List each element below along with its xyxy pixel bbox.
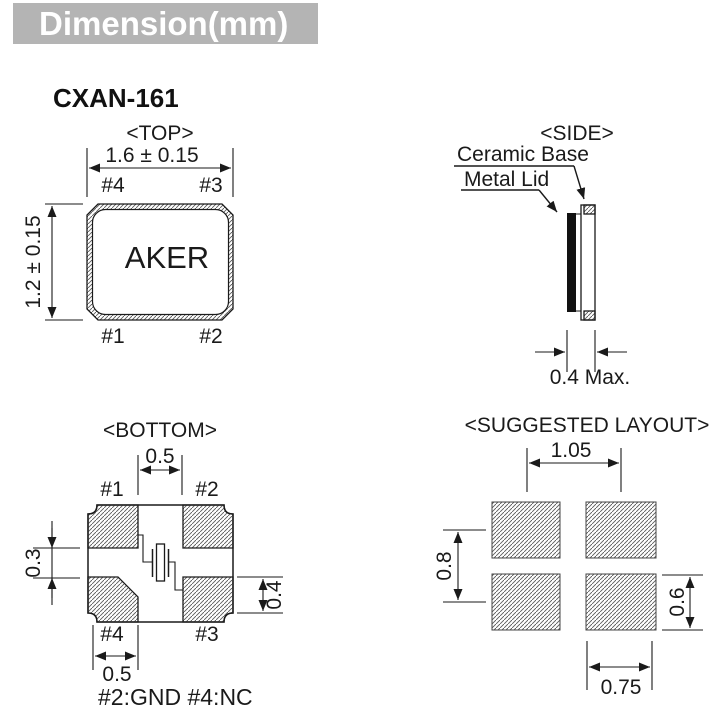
pitch-x-ext [526, 448, 622, 492]
thickness-dim: 0.4 Max. [550, 366, 631, 389]
lid-seam-lines [576, 213, 581, 312]
land-pad-top-right [585, 501, 657, 559]
brand-marking: AKER [125, 240, 209, 275]
land-pad-top-left [491, 501, 561, 559]
pitch-y-dim: 0.8 [433, 551, 456, 580]
top-view: <TOP> 1.6 ± 0.15 1.2 ± 0.15 AKER #4 #3 #… [22, 122, 234, 348]
layout-view-label: <SUGGESTED LAYOUT> [465, 414, 710, 437]
layout-view: <SUGGESTED LAYOUT> 1.05 0.8 0.6 [433, 414, 709, 699]
land-pad-bottom-left [491, 573, 561, 631]
pad-gap-top-ext [137, 455, 183, 495]
base-pad-bottom [583, 310, 596, 321]
ceramic-base-arrow [573, 165, 586, 200]
crystal-wire-right [168, 561, 183, 591]
metal-lid-callout: Metal Lid [464, 168, 549, 191]
pad-height-dim: 0.4 [263, 580, 286, 610]
section-header: Dimension(mm) [13, 3, 318, 44]
ceramic-base-body [580, 204, 596, 321]
width-ext-lines [86, 148, 234, 197]
pin1-label-top: #1 [101, 325, 124, 348]
side-view-label: <SIDE> [540, 122, 614, 145]
pad-height-ext [237, 576, 283, 614]
ceramic-base-callout: Ceramic Base [457, 143, 589, 166]
pin2-label-top: #2 [199, 325, 222, 348]
bottom-view: <BOTTOM> 0.5 #1 #2 [22, 419, 286, 710]
metal-lid-body [567, 213, 576, 312]
top-view-label: <TOP> [126, 122, 193, 145]
pin2-label-bottom: #2 [195, 478, 218, 501]
top-view-height-dim: 1.2 ± 0.15 [22, 215, 45, 308]
pin-function-note: #2:GND #4:NC [98, 684, 253, 710]
base-pad-top [583, 204, 596, 215]
bottom-view-label: <BOTTOM> [103, 419, 217, 442]
metal-lid-arrow [538, 189, 558, 213]
crystal-wire-left [138, 534, 153, 563]
pitch-x-dim: 1.05 [551, 439, 592, 462]
pad-gap-top-dim: 0.5 [145, 445, 174, 468]
pad2-bottom [182, 504, 234, 549]
pitch-y-ext [443, 529, 486, 603]
pin1-label-bottom: #1 [100, 478, 123, 501]
pad4-bottom [87, 576, 139, 623]
section-title: Dimension(mm) [39, 5, 289, 42]
pad3-bottom [182, 576, 234, 623]
pin4-label-bottom: #4 [100, 623, 124, 646]
pin4-label-top: #4 [101, 174, 125, 197]
land-width-ext [586, 641, 653, 690]
land-pad-bottom-right [585, 573, 657, 631]
pad-width-ext [92, 625, 139, 670]
pad-space-ext [33, 547, 80, 579]
top-view-width-dim: 1.6 ± 0.15 [105, 144, 198, 167]
thickness-ext-lines [566, 330, 596, 372]
side-view: <SIDE> Ceramic Base Metal Lid 0.4 Max. [454, 122, 630, 389]
land-width-dim: 0.75 [601, 676, 642, 699]
land-height-dim: 0.6 [666, 587, 689, 616]
pad1-bottom [87, 504, 139, 549]
pin3-label-bottom: #3 [195, 623, 218, 646]
part-number: CXAN-161 [53, 83, 179, 113]
pad-width-dim: 0.5 [102, 663, 131, 686]
height-ext-lines [45, 203, 83, 321]
land-height-ext [662, 574, 703, 631]
pin3-label-top: #3 [199, 174, 222, 197]
package-top-lid [91, 208, 230, 316]
pad-space-dim: 0.3 [22, 548, 45, 577]
crystal-element [155, 543, 166, 582]
